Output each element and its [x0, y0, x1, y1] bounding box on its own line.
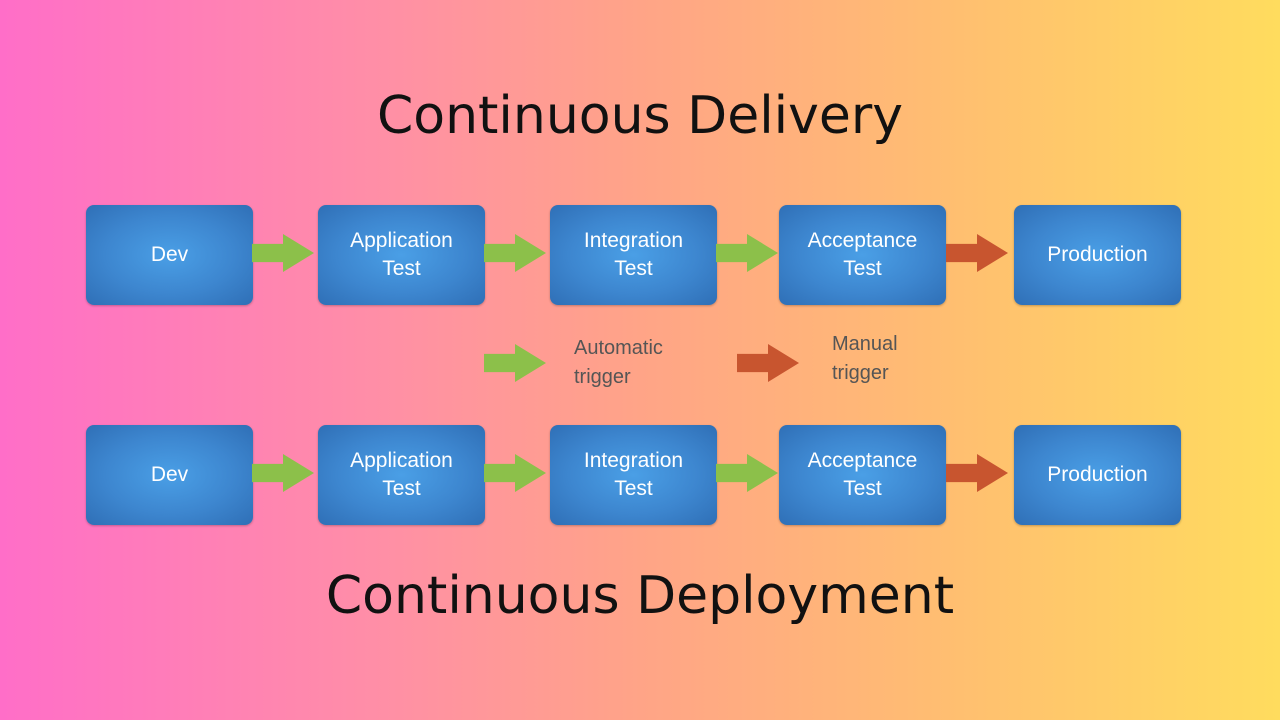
legend-automatic-arrow-icon [484, 344, 546, 387]
automatic-trigger-arrow-icon [252, 454, 314, 492]
stage-production: Production [1014, 425, 1181, 525]
stage-acceptance-test: Acceptance Test [779, 425, 946, 525]
stage-dev: Dev [86, 205, 253, 305]
delivery-pipeline: Dev Application Test Integration Test Ac… [0, 205, 1280, 305]
legend-automatic-label: Automatic trigger [574, 337, 663, 388]
automatic-trigger-arrow-icon [716, 234, 778, 272]
automatic-trigger-arrow-icon [484, 234, 546, 272]
legend-manual-label: Manual trigger [832, 333, 898, 384]
title-continuous-deployment: Continuous Deployment [325, 566, 955, 626]
stage-integration-test: Integration Test [550, 205, 717, 305]
deployment-pipeline: Dev Application Test Integration Test Ac… [0, 425, 1280, 525]
automatic-trigger-arrow-icon [716, 454, 778, 492]
stage-application-test: Application Test [318, 425, 485, 525]
stage-application-test: Application Test [318, 205, 485, 305]
stage-production: Production [1014, 205, 1181, 305]
manual-trigger-arrow-icon [946, 454, 1008, 492]
manual-trigger-arrow-icon [946, 234, 1008, 272]
automatic-trigger-arrow-icon [484, 454, 546, 492]
automatic-trigger-arrow-icon [252, 234, 314, 272]
legend-manual-arrow-icon [737, 344, 799, 387]
stage-acceptance-test: Acceptance Test [779, 205, 946, 305]
stage-integration-test: Integration Test [550, 425, 717, 525]
title-continuous-delivery: Continuous Delivery [376, 86, 904, 146]
stage-dev: Dev [86, 425, 253, 525]
